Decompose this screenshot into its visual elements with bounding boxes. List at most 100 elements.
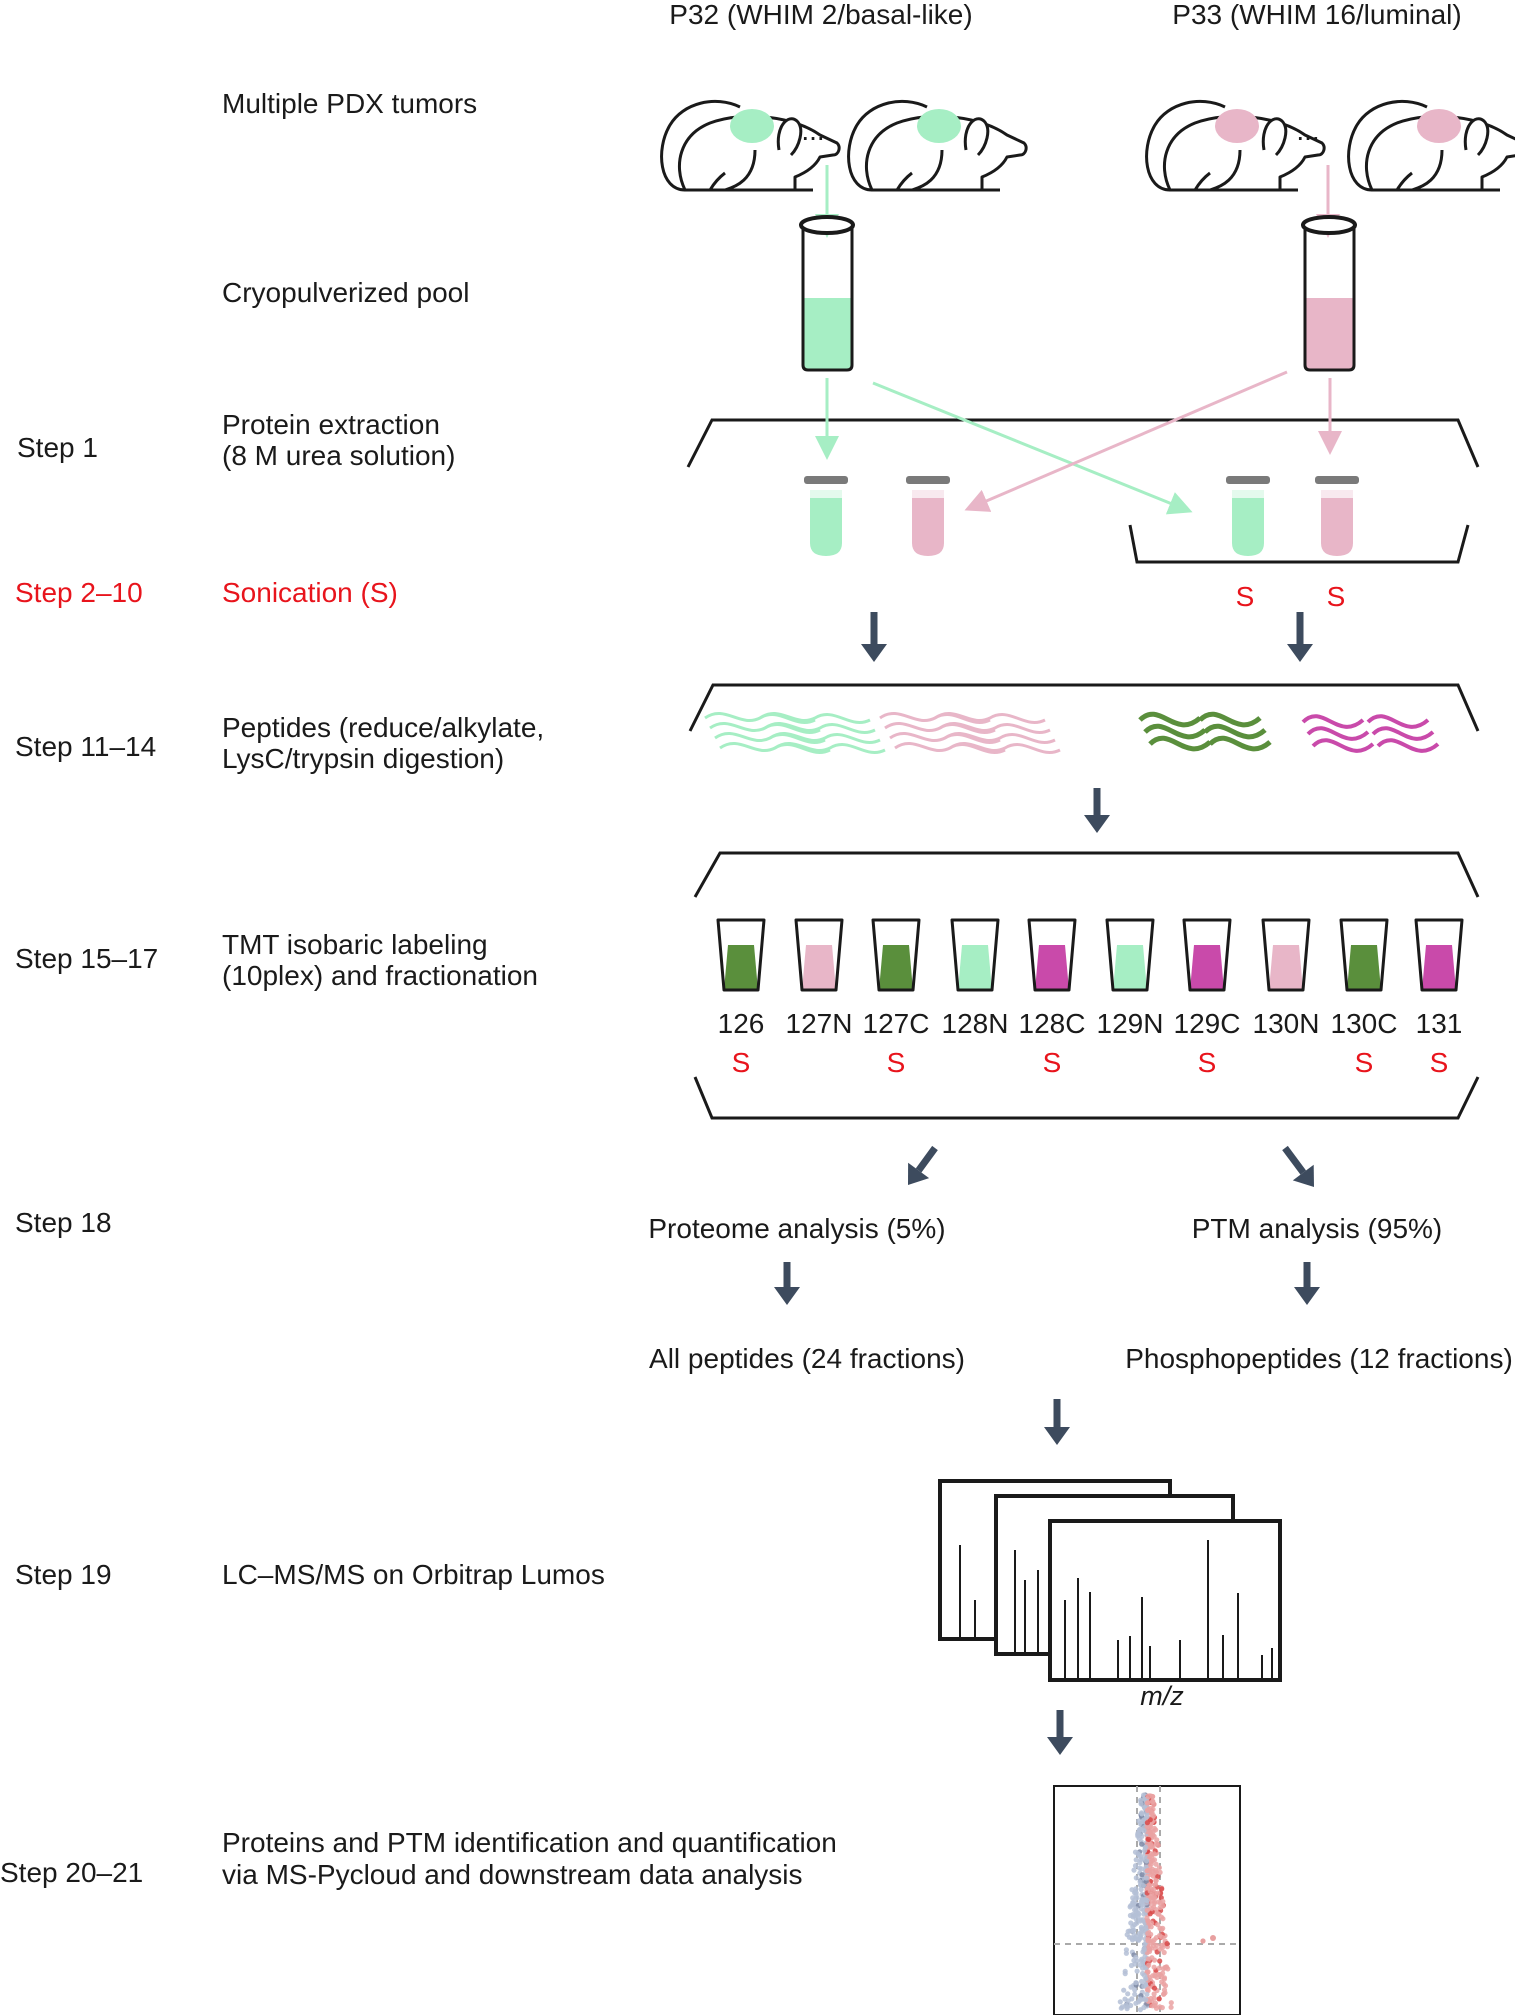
volcano-point [1151, 1833, 1157, 1839]
volcano-point [1142, 1844, 1148, 1850]
volcano-point [1138, 1797, 1144, 1803]
arrow-to-msms [1044, 1399, 1070, 1445]
cryo-tube-p32 [799, 215, 855, 372]
volcano-point [1153, 1861, 1159, 1867]
volcano-point [1125, 1991, 1131, 1997]
volcano-point [1142, 1897, 1149, 1903]
volcano-point [1152, 1973, 1158, 1979]
volcano-point [1162, 1983, 1169, 1989]
step20-text-1: Proteins and PTM identification and quan… [222, 1827, 837, 1858]
volcano-point [1121, 1987, 1127, 1993]
volcano-point [1132, 1863, 1139, 1869]
volcano-point [1151, 1857, 1158, 1863]
volcano-point [1128, 1984, 1134, 1990]
extraction-tubes [804, 476, 1359, 556]
tumor-p33-a [1215, 109, 1259, 143]
volcano-point [1164, 1941, 1170, 1947]
arrow-p32-tube3 [872, 381, 1193, 515]
volcano-point [1134, 1968, 1140, 1974]
volcano-point [1135, 1913, 1141, 1919]
volcano-point [1117, 1999, 1123, 2005]
arrow-to-phospho [1294, 1262, 1320, 1305]
volcano-point [1148, 1924, 1154, 1930]
sonication-mark-2: S [1327, 581, 1346, 612]
volcano-point [1155, 1911, 1161, 1917]
step11-text-2: LysC/trypsin digestion) [222, 743, 504, 774]
volcano-point [1133, 1886, 1139, 1892]
volcano-point [1157, 1946, 1163, 1952]
volcano-point [1141, 1983, 1147, 1989]
volcano-point [1146, 1836, 1152, 1843]
tmt-channel-128N: 128N [942, 918, 1008, 1039]
tmt-label: 127C [863, 1008, 930, 1039]
volcano-point [1149, 1799, 1156, 1805]
volcano-point [1145, 1867, 1151, 1874]
header-p32: P32 (WHIM 2/basal-like) [669, 0, 972, 30]
volcano-point [1133, 1857, 1139, 1863]
volcano-point [1137, 1853, 1144, 1859]
volcano-point [1131, 1867, 1137, 1873]
step19-label: Step 19 [15, 1559, 112, 1590]
volcano-point [1128, 1903, 1134, 1909]
frame-step11 [688, 683, 1480, 732]
step2-text: Sonication (S) [222, 577, 398, 608]
volcano-point [1137, 1918, 1143, 1924]
step15-text-1: TMT isobaric labeling [222, 929, 488, 960]
volcano-point [1157, 1904, 1163, 1911]
volcano-point [1139, 1872, 1145, 1878]
frame-step1-bottom [1128, 524, 1470, 564]
volcano-point [1136, 1830, 1142, 1836]
volcano-point [1137, 1996, 1143, 2002]
volcano-plot [1053, 1785, 1241, 2015]
volcano-point [1155, 1922, 1161, 1928]
volcano-point [1143, 1976, 1149, 1982]
volcano-point [1145, 1794, 1151, 1800]
all-peptides: All peptides (24 fractions) [649, 1343, 965, 1374]
volcano-point [1142, 1941, 1148, 1948]
mouse-p33-a [1145, 99, 1326, 192]
volcano-point [1159, 2005, 1165, 2011]
volcano-point [1127, 1912, 1133, 1919]
arrow-p33-tube2 [964, 370, 1288, 512]
arrow-to-tmt [1084, 788, 1110, 833]
volcano-point [1151, 1937, 1157, 1943]
volcano-point [1145, 1800, 1151, 1806]
tmt-channel-127N: 127N [786, 918, 853, 1039]
volcano-point [1123, 1947, 1129, 1953]
volcano-point [1147, 1853, 1153, 1859]
volcano-point [1136, 1937, 1142, 1943]
volcano-point [1138, 1958, 1144, 1964]
volcano-point [1137, 1879, 1143, 1885]
step11-text-1: Peptides (reduce/alkylate, [222, 712, 544, 743]
volcano-point [1148, 1805, 1154, 1811]
volcano-point [1151, 1899, 1158, 1905]
volcano-point [1146, 1962, 1152, 1968]
volcano-point [1159, 1886, 1165, 1892]
arrow-sonication-right [1287, 612, 1313, 662]
volcano-point [1148, 1995, 1154, 2002]
volcano-point [1141, 1828, 1147, 1834]
tmt-label: 127N [786, 1008, 853, 1039]
mouse-p32-b [847, 99, 1028, 192]
volcano-point [1143, 1875, 1149, 1881]
volcano-point [1143, 1924, 1149, 1930]
volcano-point [1123, 2002, 1129, 2008]
volcano-point [1132, 1849, 1139, 1855]
volcano-point [1144, 1814, 1150, 1820]
ellipsis-p32: ... [801, 115, 824, 146]
volcano-point [1152, 1890, 1158, 1896]
volcano-point [1157, 1958, 1163, 1964]
volcano-point [1144, 1907, 1150, 1913]
tumor-p32-a [730, 109, 774, 143]
step15-text-2: (10plex) and fractionation [222, 960, 538, 991]
volcano-point [1138, 1866, 1145, 1872]
volcano-point [1151, 1985, 1158, 1991]
step15-label: Step 15–17 [15, 943, 158, 974]
step20-text-2: via MS-Pycloud and downstream data analy… [222, 1859, 803, 1890]
tmt-sonication-mark: S [1198, 1047, 1217, 1078]
arrow-sonication-left [861, 612, 887, 662]
mouse-p33-b [1347, 99, 1515, 192]
